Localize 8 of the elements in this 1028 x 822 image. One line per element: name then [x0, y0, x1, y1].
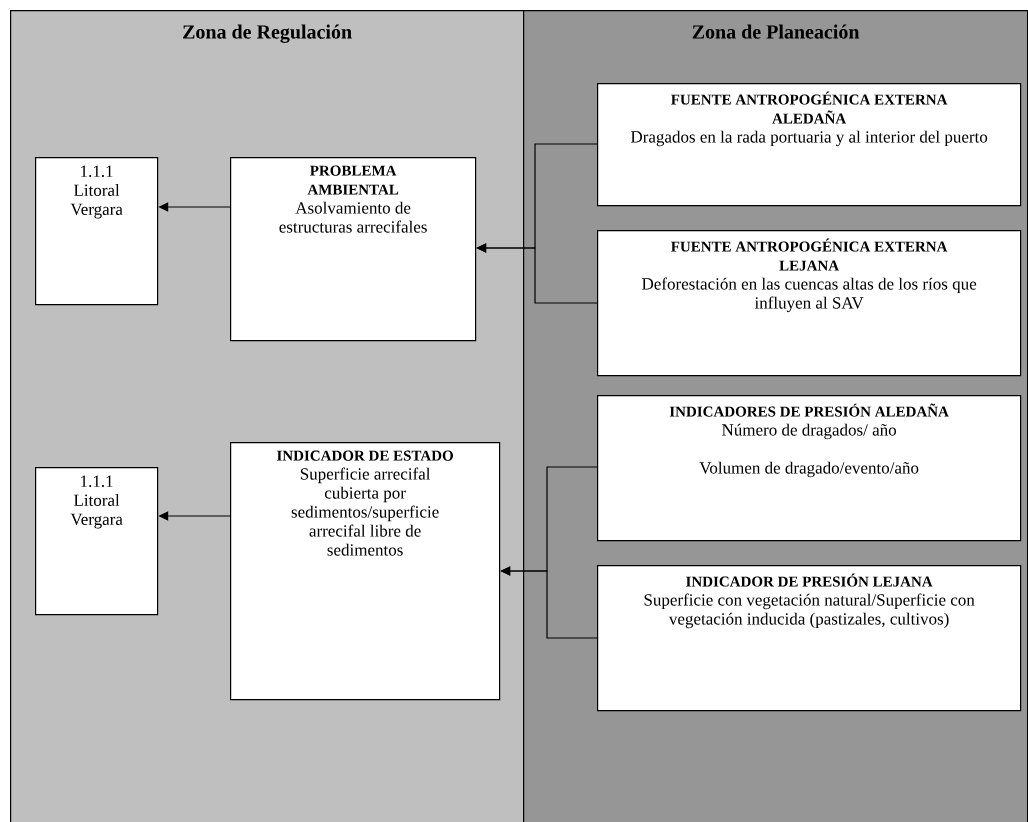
indicator-box: INDICADOR DE PRESIÓN LEJANA Superficie con vegetación natural/Superficie con vegetación inducida (pastizales, cultivos) [597, 565, 1022, 712]
location-box: 1.1.1 Litoral Vergara [35, 467, 159, 616]
problem-box: PROBLEMA AMBIENTAL Asolvamiento de estructuras arrecifales [230, 157, 477, 342]
location-box: 1.1.1 Litoral Vergara [35, 157, 159, 306]
source-box: FUENTE ANTROPOGÉNICA EXTERNA LEJANA Deforestación en las cuencas altas de los ríos que influyen al SAV [597, 230, 1022, 377]
indicator-box: INDICADOR DE ESTADO Superficie arrecifal cubierta por sedimentos/superficie arrecifal libre de sedimentos [230, 442, 501, 701]
indicator-box: INDICADORES DE PRESIÓN ALEDAÑA Número de dragados/ año Volumen de dragado/evento/año [597, 395, 1022, 542]
source-box: FUENTE ANTROPOGÉNICA EXTERNA ALEDAÑA Dragados en la rada portuaria y al interior del puerto [597, 83, 1022, 207]
